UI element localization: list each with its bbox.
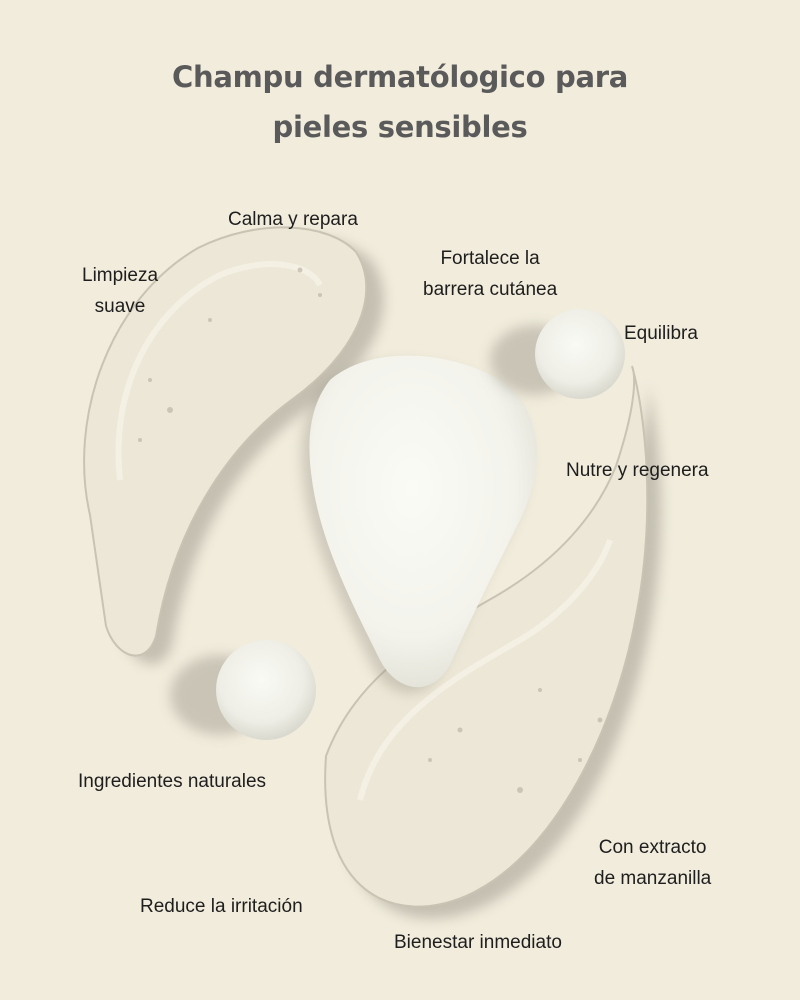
label-limpieza: Limpieza suave <box>82 265 159 317</box>
label-calma: Calma y repara <box>228 209 358 230</box>
label-nutre: Nutre y regenera <box>566 460 709 481</box>
right-gel-swatch <box>324 365 662 919</box>
cream-drop-top <box>490 309 625 399</box>
label-equilibra: Equilibra <box>624 323 698 344</box>
cream-swatch <box>301 355 537 694</box>
label-bienestar: Bienestar inmediato <box>394 932 562 953</box>
bubbles <box>138 267 603 793</box>
page-title: Champu dermatólogico para pieles sensibl… <box>0 52 800 152</box>
label-fortalece: Fortalece la barrera cutánea <box>423 248 558 300</box>
cream-drop-bottom <box>170 640 316 740</box>
label-reduce: Reduce la irritación <box>140 896 303 917</box>
title-line-1: Champu dermatólogico para <box>172 60 628 94</box>
label-extracto: Con extracto de manzanilla <box>594 837 712 889</box>
title-line-2: pieles sensibles <box>272 110 528 144</box>
label-ingredientes: Ingredientes naturales <box>78 771 267 792</box>
left-gel-swatch <box>83 226 384 665</box>
